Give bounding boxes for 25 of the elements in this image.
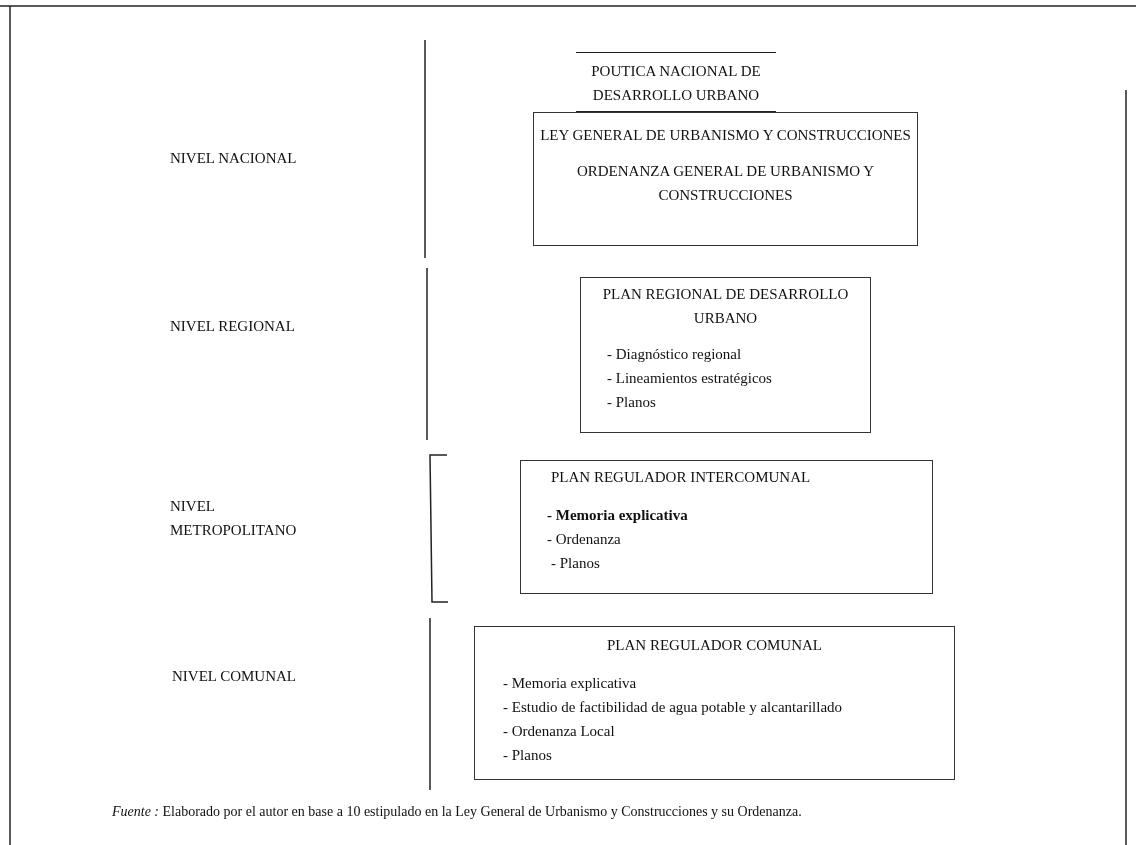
level-label: NIVEL METROPOLITANO: [170, 497, 298, 540]
box-text: - Planos: [550, 554, 601, 573]
box-text: - Estudio de factibilidad de agua potable y alcantarillado: [502, 698, 844, 717]
document-box: [533, 112, 918, 246]
box-text: - Diagnóstico regional: [606, 345, 743, 364]
box-text: - Planos: [606, 393, 657, 412]
box-text: - Lineamientos estratégicos: [606, 369, 773, 388]
box-text: ORDENANZA GENERAL DE URBANISMO Y CONSTRUCCIONES: [575, 162, 876, 205]
box-text: - Planos: [502, 746, 553, 765]
document-box: [474, 626, 955, 780]
box-title: POUTICA NACIONAL DE DESARROLLO URBANO: [590, 62, 762, 105]
box-title: PLAN REGIONAL DE DESARROLLO URBANO: [601, 285, 850, 328]
box-text: - Ordenanza Local: [502, 722, 616, 741]
box-title: LEY GENERAL DE URBANISMO Y CONSTRUCCIONES: [539, 126, 912, 145]
box-title: PLAN REGULADOR INTERCOMUNAL: [550, 468, 812, 487]
document-box: [580, 277, 871, 433]
box-title: PLAN REGULADOR COMUNAL: [606, 636, 823, 655]
box-text: - Ordenanza: [546, 530, 622, 549]
level-label: NIVEL REGIONAL: [170, 317, 296, 336]
document-box: [520, 460, 933, 594]
box-text: - Memoria explicativa: [502, 674, 638, 693]
level-label: NIVEL COMUNAL: [172, 667, 297, 686]
box-text: - Memoria explicativa: [546, 506, 689, 525]
level-label: NIVEL NACIONAL: [170, 149, 298, 168]
source-caption: Fuente : Elaborado por el autor en base a 10 estipulado en la Ley General de Urbanismo y Construcciones y su Ordenanza.: [112, 804, 802, 820]
